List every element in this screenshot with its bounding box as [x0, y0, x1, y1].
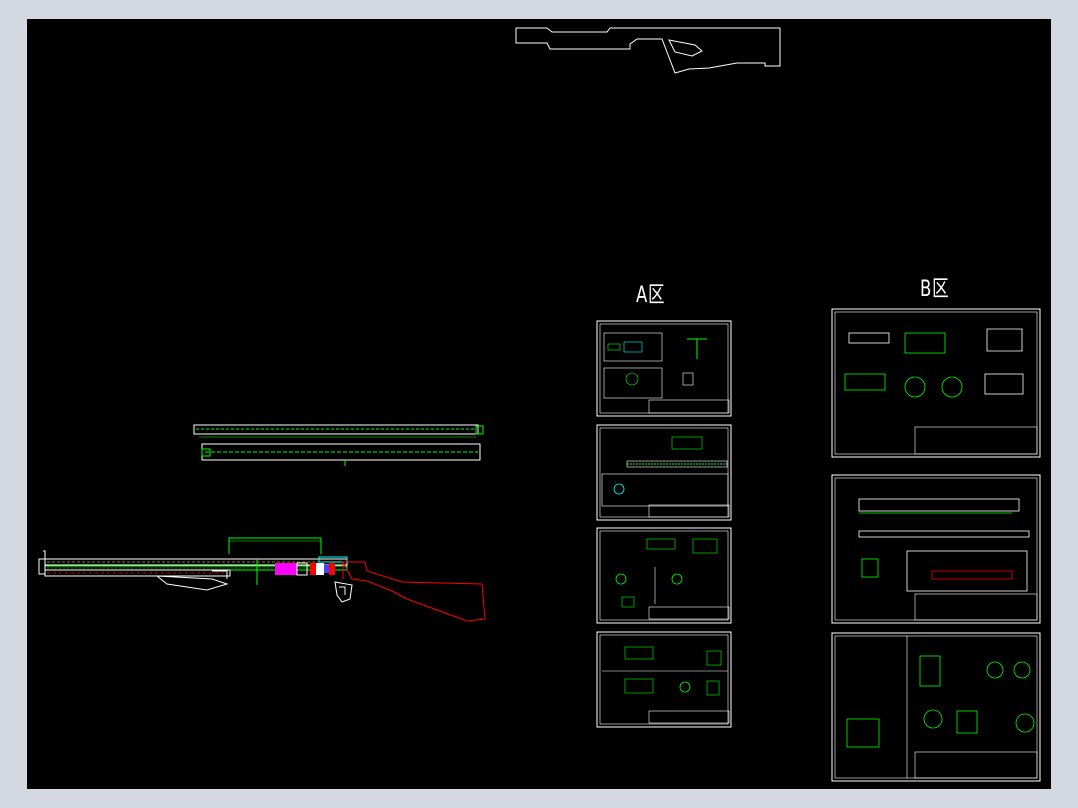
rifle-assembly-drawing[interactable] — [38, 537, 486, 622]
barrel-tube-drawings[interactable] — [193, 424, 484, 466]
sheet-b3[interactable] — [831, 632, 1041, 782]
sheet-b2[interactable] — [831, 474, 1041, 624]
cad-model-space[interactable]: A区 B区 — [27, 19, 1051, 789]
sheet-a2[interactable] — [596, 424, 732, 521]
zone-b-label: B区 — [920, 277, 950, 302]
sheet-a3[interactable] — [596, 527, 732, 624]
drawing-layer — [38, 27, 1041, 782]
zone-a-label: A区 — [636, 283, 666, 308]
stock-profile-outline[interactable] — [515, 27, 781, 74]
sheet-a1[interactable] — [596, 320, 732, 417]
sheet-a4[interactable] — [596, 631, 732, 728]
sheet-b1[interactable] — [831, 308, 1041, 458]
